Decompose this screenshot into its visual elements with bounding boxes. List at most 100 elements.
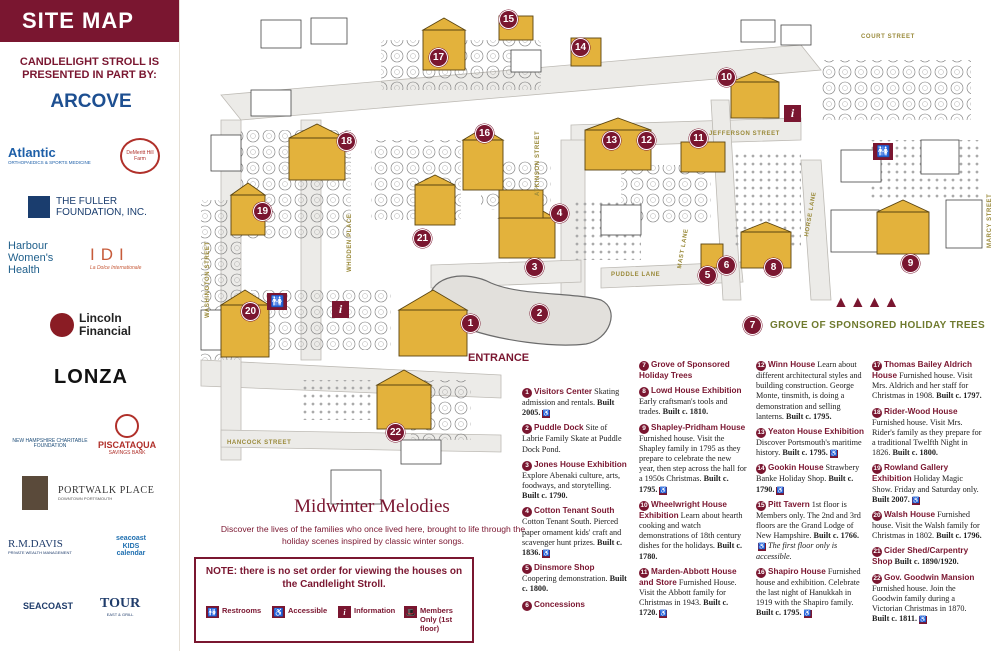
marker-13[interactable]: 13 bbox=[602, 131, 621, 150]
listing-name: Shapley-Pridham House bbox=[651, 422, 746, 432]
marker-20[interactable]: 20 bbox=[241, 302, 260, 321]
street-hancock: HANCOCK STREET bbox=[227, 440, 292, 446]
marker-3[interactable]: 3 bbox=[525, 258, 544, 277]
information-icon: i bbox=[338, 606, 351, 618]
legend-members-only: 🎩 Members Only (1st floor) bbox=[404, 606, 453, 633]
information-icon[interactable]: i bbox=[784, 105, 801, 122]
marker-2[interactable]: 2 bbox=[530, 304, 549, 323]
note-box: NOTE: there is no set order for viewing … bbox=[194, 557, 474, 643]
sponsor-nhcf-piscataqua[interactable]: NEW HAMPSHIRE CHARITABLE FOUNDATION PISC… bbox=[8, 414, 174, 456]
street-washington: WASHINGTON STREET bbox=[205, 241, 211, 318]
marker-1[interactable]: 1 bbox=[461, 314, 480, 333]
sponsor-sidebar: SITE MAP CANDLELIGHT STROLL IS PRESENTED… bbox=[0, 0, 180, 651]
listing-number: 17 bbox=[872, 361, 882, 371]
street-atkinson: ATKINSON STREET bbox=[535, 130, 541, 196]
marker-19[interactable]: 19 bbox=[253, 202, 272, 221]
marker-16[interactable]: 16 bbox=[475, 124, 494, 143]
listing-number: 15 bbox=[756, 500, 766, 511]
street-marcy: MARCY STREET bbox=[987, 193, 993, 248]
listing-number: 13 bbox=[756, 428, 766, 439]
listing-number: 5 bbox=[522, 564, 532, 575]
accessible-icon: ♿ bbox=[542, 410, 551, 419]
listing-built: Built c. 1810. bbox=[662, 407, 709, 417]
listing-built: Built c. 1800. bbox=[522, 574, 627, 594]
listing-built: Built c. 1795. bbox=[756, 608, 802, 618]
listing-description: Strawbery Banke Holiday Shop. bbox=[756, 463, 860, 484]
sponsor-lincoln[interactable]: Lincoln Financial bbox=[8, 311, 174, 338]
listing-name: Walsh House bbox=[884, 510, 936, 520]
listing-description: Furnished house. Join the Goodwin family… bbox=[872, 583, 967, 614]
listing-description: Furnished House. Visit the Abbott family… bbox=[639, 577, 737, 608]
marker-5[interactable]: 5 bbox=[698, 266, 717, 285]
marker-11[interactable]: 11 bbox=[689, 129, 708, 148]
sponsor-fuller[interactable]: THE FULLER FOUNDATION, INC. bbox=[8, 196, 174, 218]
listing-description: Coopering demonstration. bbox=[522, 574, 608, 584]
marker-14[interactable]: 14 bbox=[571, 38, 590, 57]
marker-10[interactable]: 10 bbox=[717, 68, 736, 87]
marker-12[interactable]: 12 bbox=[637, 131, 656, 150]
marker-22[interactable]: 22 bbox=[386, 423, 405, 442]
listing-name: Grove of Sponsored Holiday Trees bbox=[639, 360, 730, 380]
listing-name: Visitors Center bbox=[534, 387, 593, 396]
site-map-title: SITE MAP bbox=[0, 0, 179, 42]
marker-8[interactable]: 8 bbox=[764, 258, 783, 277]
listing-name: Gov. Goodwin Mansion bbox=[884, 572, 975, 582]
restroom-icon[interactable]: 🚻 bbox=[267, 293, 287, 310]
listing-number: 19 bbox=[872, 464, 882, 475]
listing-built: Built c. 1766. bbox=[813, 531, 860, 541]
legend-restrooms: 🚻 Restrooms bbox=[206, 606, 262, 618]
marker-4[interactable]: 4 bbox=[550, 204, 569, 223]
listing-description: Learn about hearth cooking and watch dem… bbox=[639, 510, 743, 551]
marker-6[interactable]: 6 bbox=[717, 256, 736, 275]
building-icon bbox=[28, 196, 50, 218]
information-icon[interactable]: i bbox=[332, 301, 349, 318]
listing-name: Wheelwright House Exhibition bbox=[639, 499, 727, 520]
crest-icon bbox=[22, 476, 48, 510]
site-map: COURT STREET JEFFERSON STREET ATKINSON S… bbox=[181, 0, 1000, 651]
listing-name: Lowd House Exhibition bbox=[651, 386, 742, 396]
listing-built: Built c. 1795. bbox=[782, 448, 828, 458]
accessible-icon: ♿ bbox=[776, 486, 785, 495]
accessible-icon: ♿ bbox=[542, 550, 551, 559]
listing-description: Early craftsman's tools and trades. bbox=[639, 397, 728, 417]
midwinter-description: Discover the lives of the families who o… bbox=[220, 524, 526, 546]
marker-15[interactable]: 15 bbox=[499, 10, 518, 29]
listing-built: Built 2005. bbox=[522, 398, 615, 418]
marker-18[interactable]: 18 bbox=[337, 132, 356, 151]
listing-built: Built c. 1720. bbox=[639, 598, 729, 618]
marker-17[interactable]: 17 bbox=[429, 48, 448, 67]
listing-name: Rowland Gallery Exhibition bbox=[872, 463, 949, 484]
accessible-icon: ♿ bbox=[829, 450, 838, 459]
marker-9[interactable]: 9 bbox=[901, 254, 920, 273]
grove-label[interactable]: 7 GROVE OF SPONSORED HOLIDAY TREES bbox=[743, 316, 985, 335]
accessible-icon: ♿ bbox=[919, 616, 928, 625]
sponsor-lonza[interactable]: LONZA bbox=[54, 366, 128, 388]
street-puddle: PUDDLE LANE bbox=[611, 272, 661, 278]
sponsor-arcove[interactable]: ARCOVE bbox=[50, 91, 132, 112]
restroom-icon[interactable]: 🚻 bbox=[873, 143, 893, 160]
listing-number: 18 bbox=[872, 407, 882, 418]
marker-21[interactable]: 21 bbox=[413, 229, 432, 248]
listing-description: Site of Labrie Family Skate at Puddle Do… bbox=[522, 423, 622, 454]
